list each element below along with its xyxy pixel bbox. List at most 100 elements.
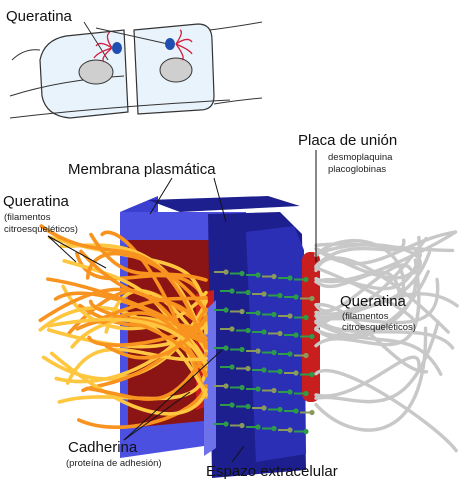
keratin-filament-grey (314, 236, 428, 316)
cadherin-proteins (214, 269, 315, 435)
keratin-filament-grey (314, 230, 458, 284)
label-keratin-right: Queratina (340, 293, 406, 310)
label-keratin-right-sub1: (filamentos (342, 311, 389, 322)
cadherin-head (255, 348, 261, 354)
keratin-filament-grey (314, 277, 440, 325)
cadherin-head (255, 310, 261, 316)
cadherin-head (229, 326, 235, 332)
label-plaque-sub2: placoglobinas (328, 164, 387, 175)
keratin-filament-grey (314, 314, 455, 350)
keratin-filament-grey (314, 355, 421, 398)
cadherin-head (303, 352, 309, 359)
cadherin-head (277, 368, 283, 375)
desmosome-illustration (120, 196, 320, 478)
leader-lines (47, 150, 317, 463)
cadherin-head (229, 288, 235, 294)
keratin-filament-orange (87, 314, 208, 347)
cadherin-head (309, 409, 315, 416)
keratin-filament-grey (314, 303, 429, 374)
cadherin-head (245, 289, 251, 296)
cadherin-head (261, 405, 267, 411)
label-keratin-right-sub2: citroesqueléticos) (342, 322, 416, 333)
cadherin-head (271, 349, 277, 356)
keratin-filament-orange (85, 252, 208, 313)
label-keratin-left-sub2: citroesqueléticos) (4, 224, 78, 235)
cadherin-head (309, 333, 315, 340)
cadherin-head (223, 307, 229, 313)
cadherin-head (239, 270, 245, 277)
cadherin-head (223, 383, 229, 389)
cadherin-head (293, 370, 299, 376)
label-keratin-left-sub1: (filamentos (4, 212, 51, 223)
cadherin-head (271, 387, 277, 394)
label-plaque: Placa de unión (298, 132, 398, 149)
keratin-filament-grey (314, 326, 428, 432)
cadherin-head (303, 276, 309, 283)
cadherin-head (245, 365, 251, 372)
label-extracellular: Espazo extracelular (206, 463, 338, 480)
keratin-filament-grey (314, 270, 402, 306)
keratin-filaments-right (314, 230, 459, 453)
keratin-filaments-left (38, 224, 208, 429)
label-keratin-left: Queratina (3, 193, 69, 210)
keratin-filament-grey (314, 266, 418, 329)
cadherin-head (287, 389, 293, 395)
keratin-filament-orange (89, 232, 208, 282)
label-cadherin: Cadherina (68, 439, 138, 456)
cadherin-head (271, 311, 277, 318)
cadherin-head (223, 345, 229, 351)
keratin-filament-orange (85, 352, 208, 401)
cadherin-head (293, 294, 299, 300)
cadherin-head (287, 313, 293, 319)
keratin-filament-orange (75, 251, 208, 304)
cadherin-head (303, 390, 309, 397)
cadherin-head (255, 386, 261, 392)
keratin-filament-orange (61, 284, 208, 331)
cadherin-head (303, 314, 309, 321)
cadherin-head (271, 425, 277, 432)
keratin-filament-orange (65, 347, 208, 385)
label-membrane: Membrana plasmática (68, 161, 216, 178)
cadherin-head (229, 402, 235, 408)
cadherin-head (239, 384, 245, 391)
label-plaque-sub1: desmoplaquina (328, 152, 393, 163)
cadherin-head (303, 428, 309, 435)
cadherin-head (255, 272, 261, 278)
cadherin-head (277, 330, 283, 337)
keratin-filament-grey (314, 320, 443, 376)
cadherin-head (239, 346, 245, 353)
cell-pair-icon (9, 21, 263, 119)
cadherin-head (277, 292, 283, 299)
cadherin-head (287, 275, 293, 281)
keratin-filament-orange (46, 277, 208, 344)
cadherin-head (261, 367, 267, 373)
keratin-filament-orange (75, 295, 208, 331)
keratin-filament-grey (314, 263, 413, 313)
cadherin-head (239, 308, 245, 315)
cadherin-head (239, 422, 245, 429)
cadherin-head (261, 291, 267, 297)
cadherin-head (223, 269, 229, 275)
cadherin-head (223, 421, 229, 427)
keratin-filament-orange (46, 317, 208, 367)
label-top-keratin: Queratina (6, 8, 72, 25)
keratin-filament-orange (77, 384, 208, 429)
cadherin-head (245, 403, 251, 410)
label-cadherin-sub: (proteína de adhesión) (66, 458, 162, 469)
cadherin-head (277, 406, 283, 413)
keratin-filament-orange (104, 317, 208, 360)
cadherin-head (245, 327, 251, 334)
cadherin-head (229, 364, 235, 370)
cadherin-head (287, 427, 293, 433)
keratin-filament-orange (59, 243, 208, 354)
cadherin-head (309, 295, 315, 302)
cadherin-head (271, 273, 277, 280)
cadherin-head (261, 329, 267, 335)
cadherin-head (255, 424, 261, 430)
keratin-filament-grey (314, 369, 458, 453)
cadherin-head (293, 408, 299, 414)
keratin-filament-orange (49, 351, 208, 416)
cadherin-head (309, 371, 315, 378)
